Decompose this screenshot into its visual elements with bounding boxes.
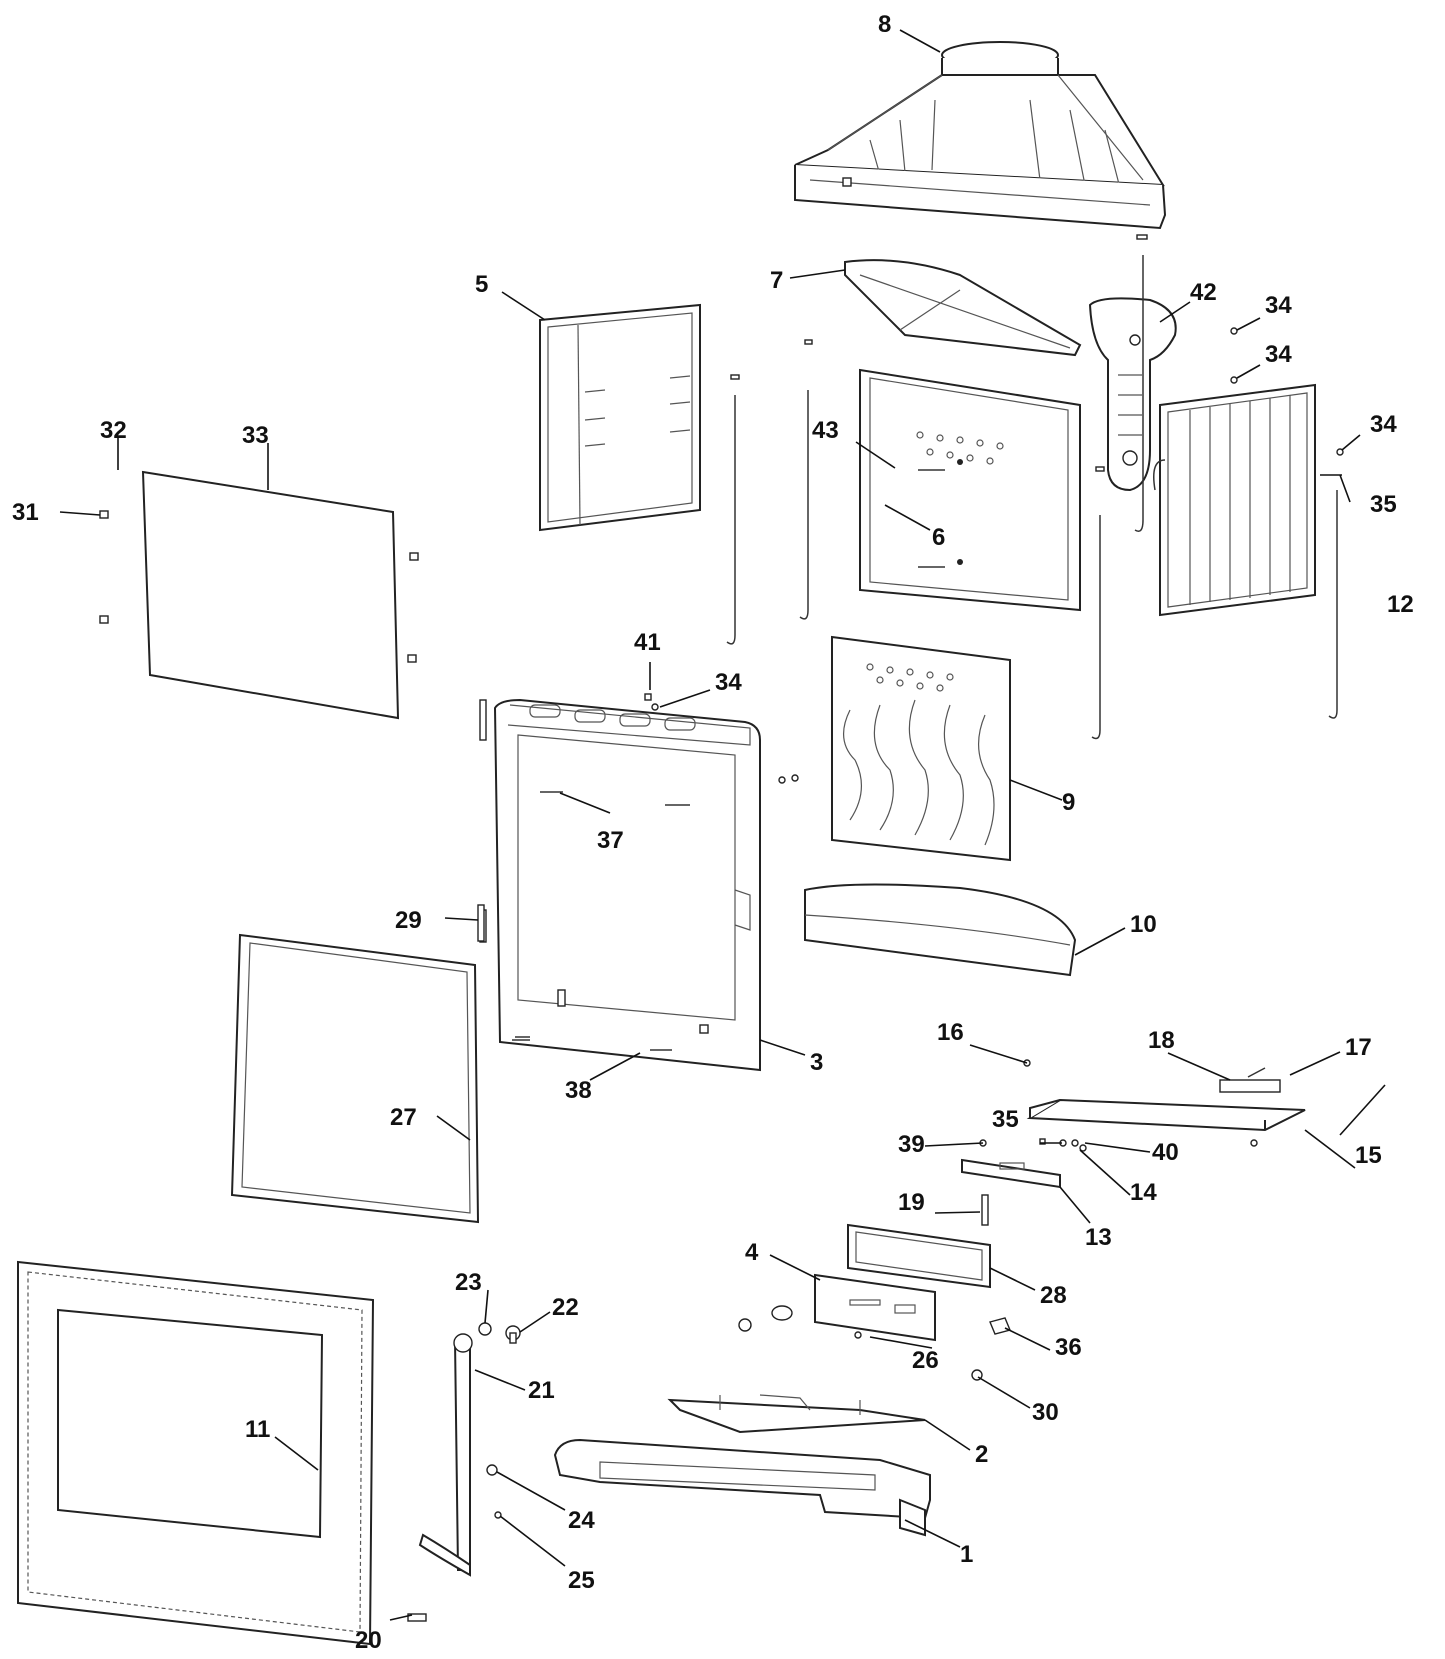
label-30: 30: [1032, 1399, 1059, 1426]
label-23: 23: [455, 1269, 482, 1296]
label-19: 19: [898, 1189, 925, 1216]
part-15-ash-tray: [1026, 1067, 1306, 1147]
label-20: 20: [355, 1627, 382, 1654]
part-28-trim: [847, 1223, 991, 1289]
label-25: 25: [568, 1567, 595, 1594]
label-18: 18: [1148, 1027, 1175, 1054]
part-21-handle-arm: [407, 1322, 521, 1622]
label-15: 15: [1355, 1142, 1382, 1169]
part-5-side-panel: [539, 303, 701, 532]
label-9: 9: [1062, 789, 1075, 816]
label-4: 4: [745, 1239, 759, 1266]
label-34-c: 34: [1370, 411, 1397, 438]
label-35-b: 35: [992, 1106, 1019, 1133]
label-14: 14: [1130, 1179, 1157, 1206]
part-13-bracket: [961, 1158, 1061, 1226]
tie-rods: [726, 339, 1338, 740]
label-34-a: 34: [1265, 292, 1292, 319]
label-6: 6: [932, 524, 945, 551]
label-34-d: 34: [715, 669, 742, 696]
label-10: 10: [1130, 911, 1157, 938]
part-33-glass: [99, 470, 419, 720]
label-2: 2: [975, 1441, 988, 1468]
part-11-door: [17, 1260, 375, 1646]
part-7-deflector: [844, 259, 1082, 357]
label-5: 5: [475, 271, 488, 298]
label-38: 38: [565, 1077, 592, 1104]
right-side-panel: [1153, 383, 1316, 617]
label-26: 26: [912, 1347, 939, 1374]
label-13: 13: [1085, 1224, 1112, 1251]
label-37: 37: [597, 827, 624, 854]
label-36: 36: [1055, 1334, 1082, 1361]
part-6-back-panel: [859, 368, 1081, 612]
label-7: 7: [770, 267, 783, 294]
label-16: 16: [937, 1019, 964, 1046]
label-11: 11: [245, 1416, 270, 1443]
part-27-gasket: [230, 933, 480, 1224]
label-43: 43: [812, 417, 839, 444]
label-8: 8: [878, 11, 891, 38]
label-3: 3: [810, 1049, 823, 1076]
part-29-pin: [477, 904, 485, 942]
part-8-smoke-hood: [794, 41, 1167, 230]
label-34-b: 34: [1265, 341, 1292, 368]
label-41: 41: [634, 629, 661, 656]
label-42: 42: [1190, 279, 1217, 306]
label-12: 12: [1387, 591, 1414, 618]
label-1: 1: [960, 1541, 973, 1568]
label-29: 29: [395, 907, 422, 934]
part-labels: 8 7 5 42 34 34 34 35 43 6 12 32 33 31 41…: [12, 11, 1414, 1654]
label-28: 28: [1040, 1282, 1067, 1309]
label-40: 40: [1152, 1139, 1179, 1166]
label-27: 27: [390, 1104, 417, 1131]
leader-lines: [59, 29, 1386, 1621]
label-33: 33: [242, 422, 269, 449]
part-42-bracket: [1088, 234, 1177, 532]
label-32: 32: [100, 417, 127, 444]
part-10-log-retainer: [804, 883, 1077, 977]
label-22: 22: [552, 1294, 579, 1321]
part-1-base: [553, 1438, 931, 1537]
part-4-control-panel: [738, 1273, 936, 1342]
label-21: 21: [528, 1377, 555, 1404]
label-24: 24: [568, 1507, 595, 1534]
label-35-a: 35: [1370, 491, 1397, 518]
label-31: 31: [12, 499, 39, 526]
part-2-grate: [667, 1394, 926, 1434]
label-39: 39: [898, 1131, 925, 1158]
part-9-fireback: [831, 635, 1011, 862]
part-3-front-frame: [479, 698, 761, 1072]
label-17: 17: [1345, 1034, 1372, 1061]
